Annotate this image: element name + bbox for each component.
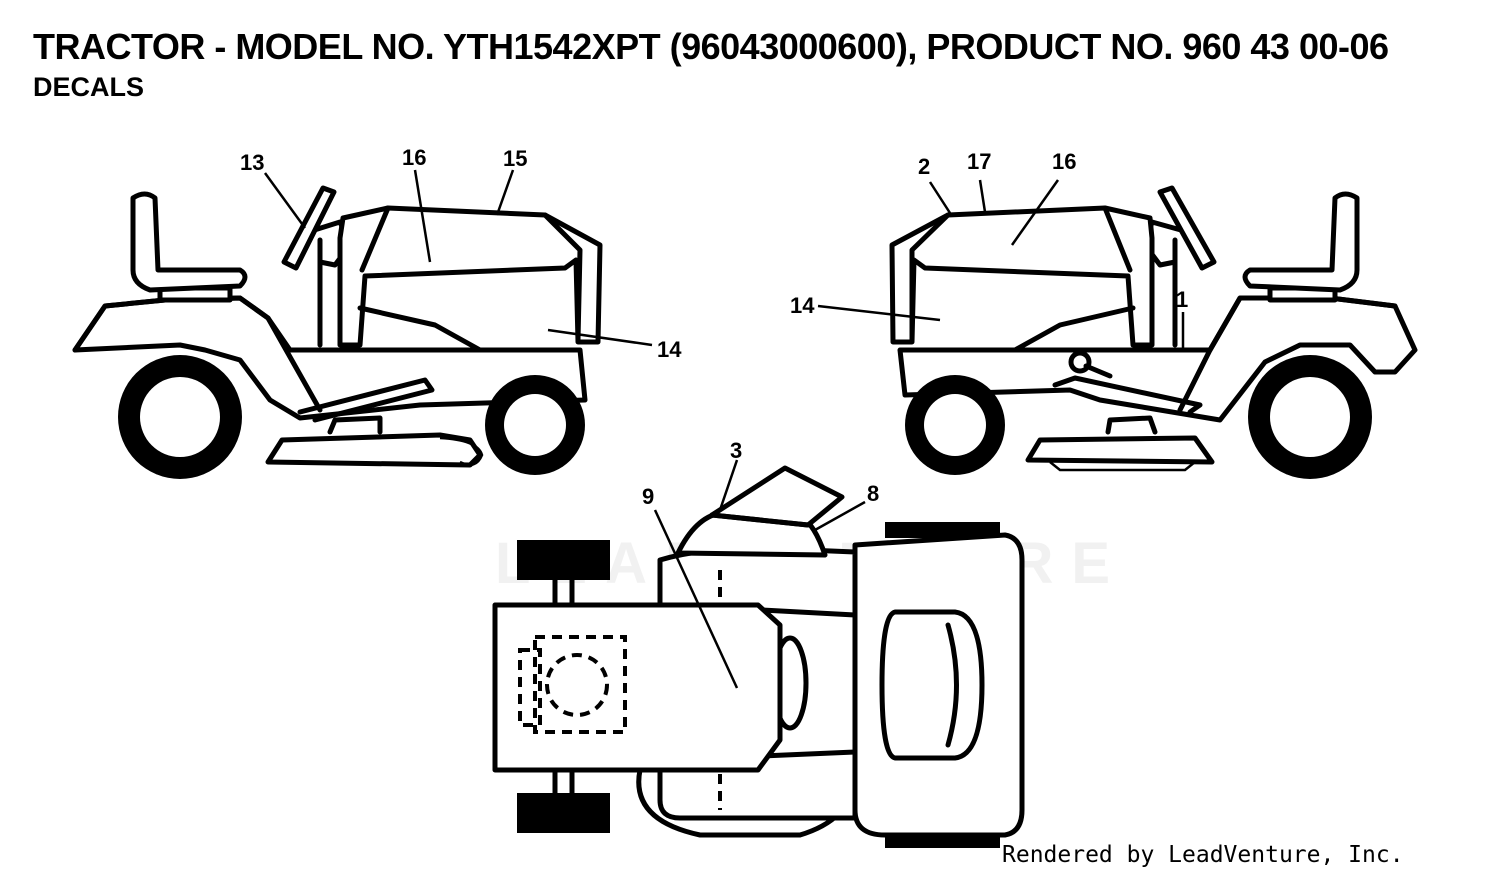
seat-contour (945, 622, 959, 748)
steering-wheel-right (1157, 185, 1217, 271)
rear-left-tire (885, 522, 1000, 538)
deck-chute (439, 436, 484, 467)
front-wheel-hub (504, 394, 566, 456)
foot-step (297, 377, 435, 423)
foot-step-right (1052, 375, 1203, 415)
hood-grille-line-right (1012, 305, 1136, 353)
mower-deck-right (1025, 435, 1215, 465)
engine-circle (545, 653, 609, 717)
rendered-by-credit: Rendered by LeadVenture, Inc. (1002, 842, 1404, 868)
lever (1083, 363, 1113, 379)
callout-3: 3 (730, 438, 742, 463)
hood-edge (359, 205, 391, 273)
callout-2: 2 (918, 154, 930, 179)
callout-9: 9 (642, 484, 654, 509)
front-left-tire (517, 540, 610, 580)
leader-13 (263, 172, 307, 229)
callout-14-right: 14 (790, 293, 815, 318)
callout-13: 13 (240, 150, 264, 175)
hood-top (492, 602, 783, 773)
engine-outline (533, 635, 627, 734)
callout-14-left: 14 (657, 337, 682, 362)
leader-8 (814, 500, 866, 532)
callout-16-right: 16 (1052, 149, 1076, 174)
front-right-tire (517, 793, 610, 833)
leader-2 (928, 181, 952, 214)
rear-wheel-hub-right (1270, 377, 1350, 457)
fender-line-right (1177, 295, 1398, 413)
steering-wheel-edge (709, 512, 811, 528)
leader-3 (718, 459, 739, 511)
leader-14-left (547, 328, 653, 347)
hood-side (542, 212, 583, 343)
leader-15 (495, 169, 515, 216)
seat-right (1242, 191, 1360, 293)
rear-wheel-hub (140, 377, 220, 457)
leader-9 (653, 509, 739, 689)
callout-1: 1 (1176, 287, 1188, 312)
leader-14-right (817, 304, 941, 322)
deck-skirt (1049, 461, 1196, 472)
page-subtitle: DECALS (33, 72, 145, 102)
hood-side-right (909, 212, 951, 343)
hood-edge-right (1102, 205, 1133, 273)
callout-15: 15 (503, 146, 527, 171)
front-axle (552, 577, 575, 796)
seat (130, 191, 248, 293)
deck-bracket (327, 415, 383, 435)
callout-8: 8 (867, 481, 879, 506)
front-wheel-hub-right (924, 394, 986, 456)
callout-16-left: 16 (402, 145, 426, 170)
tractor-left-side-view: 13 16 15 14 (72, 145, 682, 479)
deck-bracket-right (1105, 415, 1158, 435)
callout-17: 17 (967, 149, 991, 174)
engine-outline-side (518, 648, 542, 727)
tractor-top-view: 3 9 8 (492, 438, 1025, 848)
leader-16-right (1010, 179, 1060, 246)
tractor-right-side-view: 2 17 16 14 1 (790, 149, 1418, 479)
leader-17 (978, 179, 987, 213)
leader-16-left (413, 169, 432, 263)
seat-top (879, 609, 985, 761)
hood-grille-line (357, 305, 483, 353)
page-title: TRACTOR - MODEL NO. YTH1542XPT (96043000… (33, 26, 1389, 67)
steering-wheel (281, 185, 337, 271)
